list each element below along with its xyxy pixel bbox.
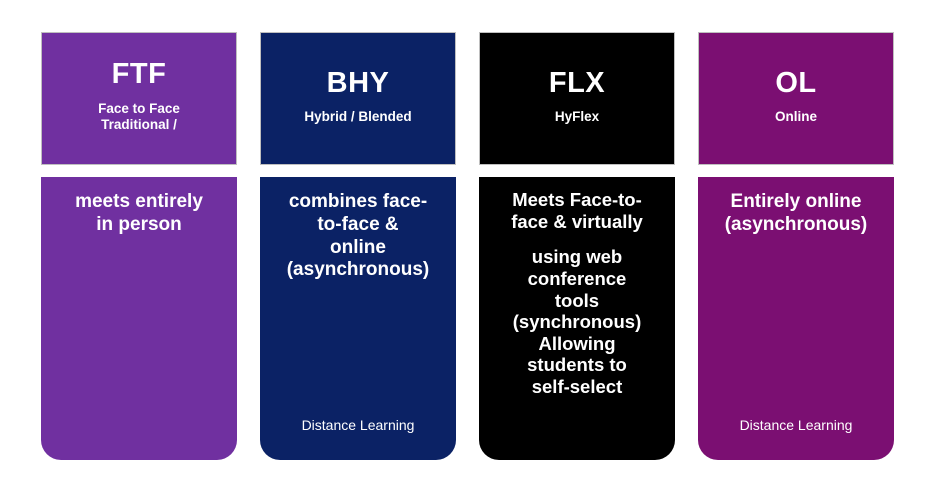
column-gap-ol: [698, 165, 894, 177]
header-card-bhy: BHY Hybrid / Blended: [260, 32, 456, 165]
header-subtitle-flx: HyFlex: [554, 108, 600, 124]
header-code-ftf: FTF: [111, 58, 167, 91]
modality-column-bhy: BHY Hybrid / Blended combines face- to-f…: [260, 32, 456, 460]
modality-column-ftf: FTF Face to Face Traditional / meets ent…: [41, 32, 237, 460]
header-card-ftf: FTF Face to Face Traditional /: [41, 32, 237, 165]
body-text-flx: Meets Face-to- face & virtually: [511, 189, 643, 232]
body-footer-ol: Distance Learning: [739, 417, 853, 434]
header-subtitle-ftf: Face to Face Traditional /: [98, 100, 180, 133]
column-gap-ftf: [41, 165, 237, 177]
column-gap-flx: [479, 165, 675, 177]
header-card-ol: OL Online: [698, 32, 894, 165]
body-text-bhy: combines face- to-face & online (asynchr…: [286, 191, 430, 281]
body-footer-bhy: Distance Learning: [301, 417, 415, 434]
header-card-flx: FLX HyFlex: [479, 32, 675, 165]
body-text-ol: Entirely online (asynchronous): [724, 191, 868, 235]
modality-column-ol: OL Online Entirely online (asynchronous)…: [698, 32, 894, 460]
body-card-bhy: combines face- to-face & online (asynchr…: [260, 177, 456, 460]
body-card-ftf: meets entirely in person: [41, 177, 237, 460]
body-text-ftf: meets entirely in person: [75, 191, 203, 235]
header-code-ol: OL: [775, 66, 817, 99]
body-text-secondary-flx: using web conference tools (synchronous)…: [512, 246, 642, 398]
modality-column-flx: FLX HyFlex Meets Face-to- face & virtual…: [479, 32, 675, 460]
body-card-ol: Entirely online (asynchronous) Distance …: [698, 177, 894, 460]
header-code-flx: FLX: [548, 66, 606, 99]
header-subtitle-ol: Online: [774, 108, 817, 124]
body-card-flx: Meets Face-to- face & virtually using we…: [479, 177, 675, 460]
header-subtitle-bhy: Hybrid / Blended: [304, 108, 412, 124]
column-gap-bhy: [260, 165, 456, 177]
header-code-bhy: BHY: [326, 66, 390, 99]
